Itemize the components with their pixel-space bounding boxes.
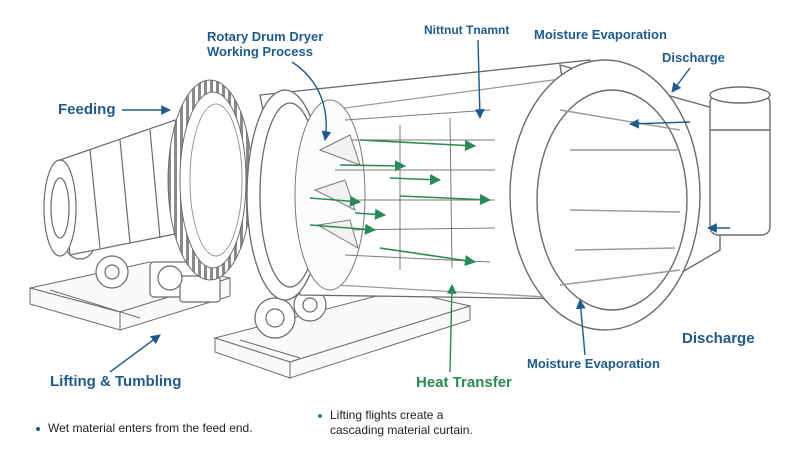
title-line-2: Working Process	[207, 43, 313, 59]
diagram-title: Rotary Drum Dryer Working Process	[207, 29, 324, 60]
note-right-line-1: Lifting flights create a	[330, 408, 444, 422]
drum-interior-flights	[294, 99, 496, 291]
label-lifting-tumbling: Lifting & Tumbling	[50, 373, 182, 390]
label-unclear-header: Nittnut Tnamnt	[424, 23, 510, 37]
note-left-text: Wet material enters from the feed end.	[48, 421, 253, 435]
note-right-line-2: cascading material curtain.	[330, 423, 473, 437]
note-right: Lifting flights create a cascading mater…	[318, 408, 473, 438]
heat-flow-arrows	[309, 139, 492, 267]
heat-transfer-leader	[446, 284, 457, 373]
support-rollers	[65, 230, 327, 339]
label-leader-arrows	[109, 39, 730, 373]
note-left: Wet material enters from the feed end.	[36, 421, 253, 436]
bullet-icon	[36, 426, 40, 431]
feed-end-cylinder	[43, 119, 196, 257]
label-feeding: Feeding	[58, 101, 116, 118]
girth-gear	[167, 79, 253, 281]
label-moisture-evaporation-top: Moisture Evaporation	[534, 27, 667, 42]
label-discharge-right: Discharge	[682, 330, 755, 347]
label-discharge-top: Discharge	[662, 50, 725, 65]
bullet-icon	[318, 413, 322, 418]
outlet-hood	[509, 59, 771, 331]
label-moisture-evaporation-bottom: Moisture Evaporation	[527, 356, 660, 371]
title-line-1: Rotary Drum Dryer	[207, 29, 324, 44]
label-heat-transfer: Heat Transfer	[416, 374, 512, 391]
